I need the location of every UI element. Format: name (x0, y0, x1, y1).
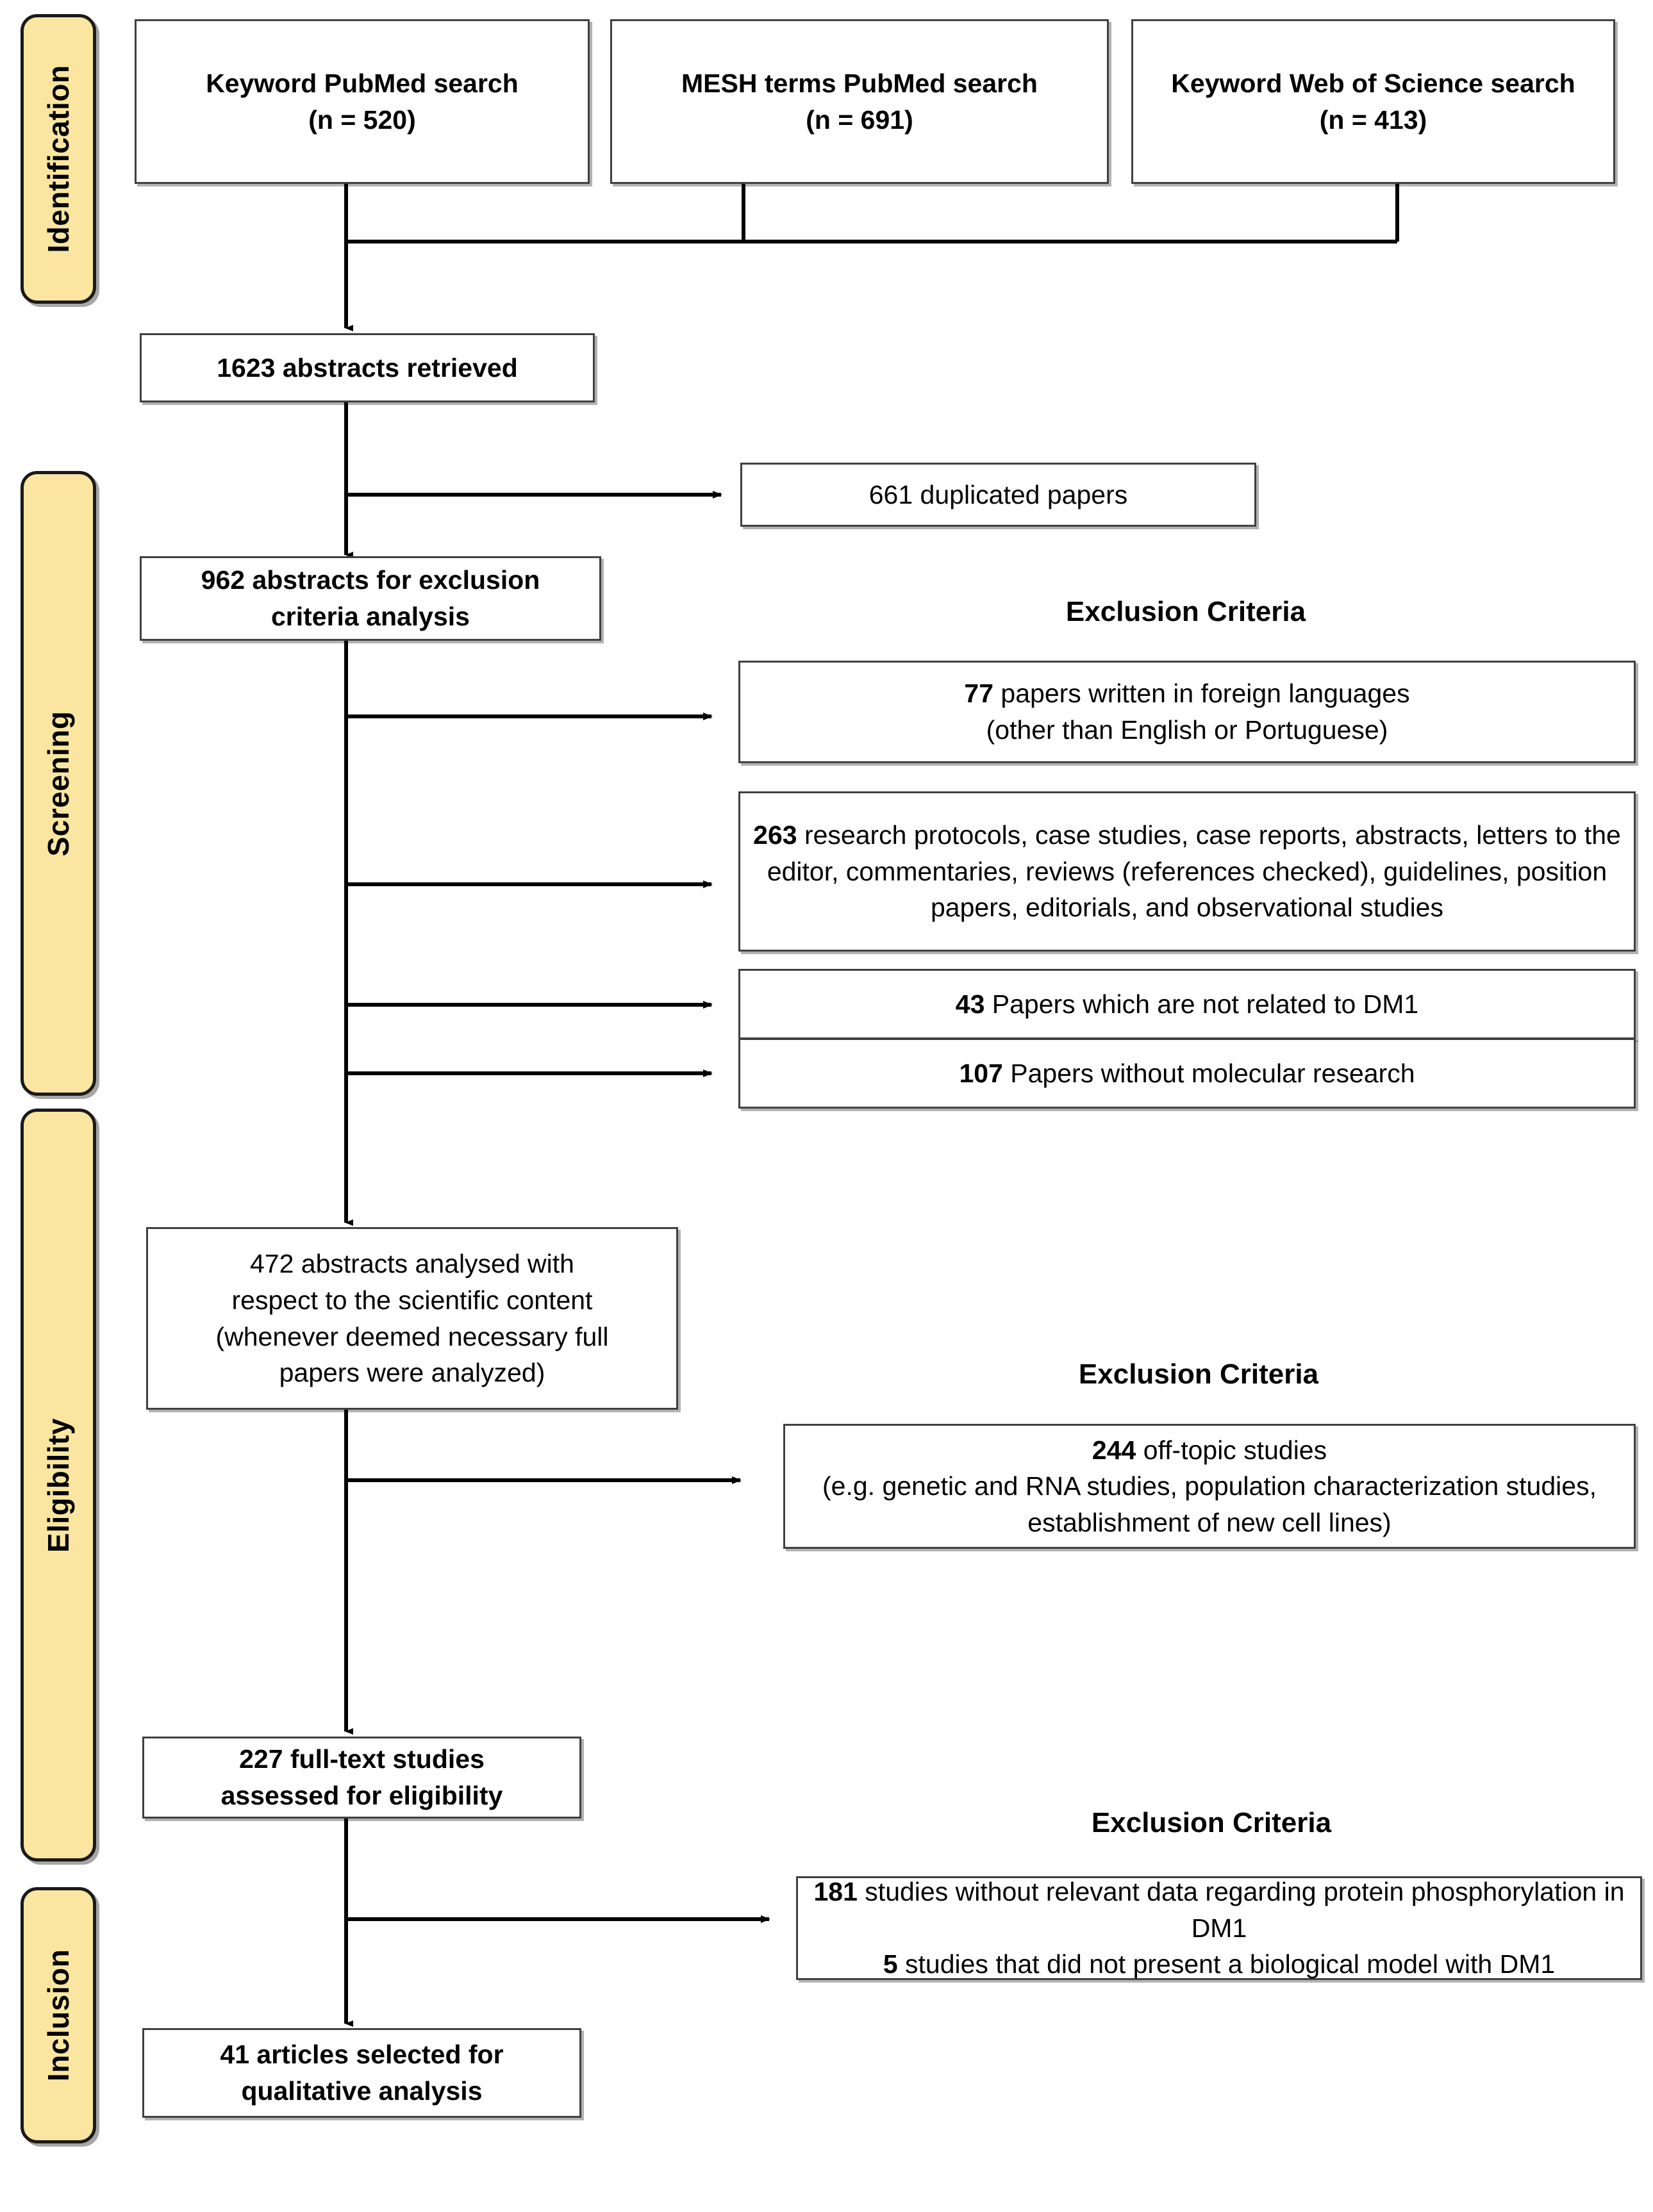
source-box-mesh-pubmed: MESH terms PubMed search (n = 691) (610, 19, 1109, 184)
node-962-line1: 962 abstracts for exclusion (201, 565, 540, 595)
stage-inclusion: Inclusion (21, 1887, 96, 2143)
stage-label-screening: Screening (42, 711, 75, 856)
exclusion-count-107: 107 (959, 1058, 1003, 1088)
exclusion-box-77: 77 papers written in foreign languages (… (738, 661, 1636, 763)
exclusion-text-43: Papers which are not related to DM1 (984, 989, 1419, 1019)
node-duplicated-papers-text: 661 duplicated papers (868, 479, 1128, 509)
exclusion-count-181: 181 (813, 1877, 858, 1907)
node-41-line2: qualitative analysis (241, 2076, 483, 2106)
node-962-line2: criteria analysis (271, 602, 470, 631)
exclusion-text-181: studies without relevant data regarding … (857, 1877, 1625, 1943)
node-472-line1: 472 abstracts analysed with (250, 1249, 574, 1279)
exclusion-note-244: (e.g. genetic and RNA studies, populatio… (822, 1471, 1597, 1537)
exclusion-count-263: 263 (753, 820, 797, 850)
exclusion-box-181-5: 181 studies without relevant data regard… (796, 1876, 1642, 1980)
node-227-line1: 227 full-text studies (239, 1744, 485, 1774)
stage-identification: Identification (21, 14, 96, 304)
source-count-3: (n = 413) (1319, 104, 1427, 135)
source-title-2: MESH terms PubMed search (681, 68, 1038, 98)
exclusion-count-244: 244 (1092, 1435, 1136, 1465)
stage-label-inclusion: Inclusion (42, 1949, 75, 2082)
exclusion-count-77: 77 (964, 679, 994, 709)
stage-label-eligibility: Eligibility (42, 1417, 75, 1553)
node-472-note1: (whenever deemed necessary full (215, 1321, 609, 1351)
node-962-abstracts: 962 abstracts for exclusion criteria ana… (140, 556, 601, 641)
exclusion-box-244: 244 off-topic studies (e.g. genetic and … (783, 1424, 1636, 1549)
source-box-keyword-wos: Keyword Web of Science search (n = 413) (1131, 19, 1615, 184)
node-472-note2: papers were analyzed) (279, 1358, 545, 1388)
exclusion-criteria-heading-inclusion: Exclusion Criteria (1091, 1807, 1332, 1838)
stage-screening: Screening (21, 471, 96, 1096)
exclusion-box-107: 107 Papers without molecular research (738, 1038, 1636, 1109)
source-box-keyword-pubmed: Keyword PubMed search (n = 520) (135, 19, 590, 184)
exclusion-text-244: off-topic studies (1136, 1435, 1327, 1465)
stage-label-identification: Identification (42, 65, 75, 253)
node-227-fulltext: 227 full-text studies assessed for eligi… (142, 1737, 581, 1819)
node-41-line1: 41 articles selected for (220, 2040, 504, 2070)
node-duplicated-papers: 661 duplicated papers (740, 463, 1256, 527)
source-title-3: Keyword Web of Science search (1171, 68, 1575, 98)
node-472-line2: respect to the scientific content (231, 1285, 593, 1315)
exclusion-criteria-heading-eligibility: Exclusion Criteria (1078, 1358, 1319, 1390)
exclusion-text-5: studies that did not present a biologica… (897, 1949, 1556, 1979)
node-472-abstracts: 472 abstracts analysed with respect to t… (146, 1227, 678, 1410)
source-count-2: (n = 691) (806, 104, 913, 135)
node-227-line2: assessed for eligibility (220, 1781, 503, 1810)
exclusion-criteria-heading-screening: Exclusion Criteria (1065, 596, 1306, 627)
exclusion-count-5: 5 (883, 1949, 898, 1979)
exclusion-text-107: Papers without molecular research (1002, 1058, 1415, 1088)
source-title-1: Keyword PubMed search (206, 68, 519, 98)
exclusion-note-77: (other than English or Portuguese) (986, 715, 1388, 745)
source-count-1: (n = 520) (308, 104, 416, 135)
exclusion-text-77: papers written in foreign languages (993, 679, 1410, 709)
exclusion-text-263: research protocols, case studies, case r… (767, 820, 1621, 923)
exclusion-box-263: 263 research protocols, case studies, ca… (738, 791, 1636, 952)
stage-eligibility: Eligibility (21, 1109, 96, 1861)
node-abstracts-retrieved: 1623 abstracts retrieved (140, 333, 595, 402)
node-abstracts-retrieved-text: 1623 abstracts retrieved (217, 352, 518, 383)
node-41-articles: 41 articles selected for qualitative ana… (142, 2028, 581, 2118)
exclusion-count-43: 43 (955, 989, 985, 1019)
exclusion-box-43: 43 Papers which are not related to DM1 (738, 969, 1636, 1039)
